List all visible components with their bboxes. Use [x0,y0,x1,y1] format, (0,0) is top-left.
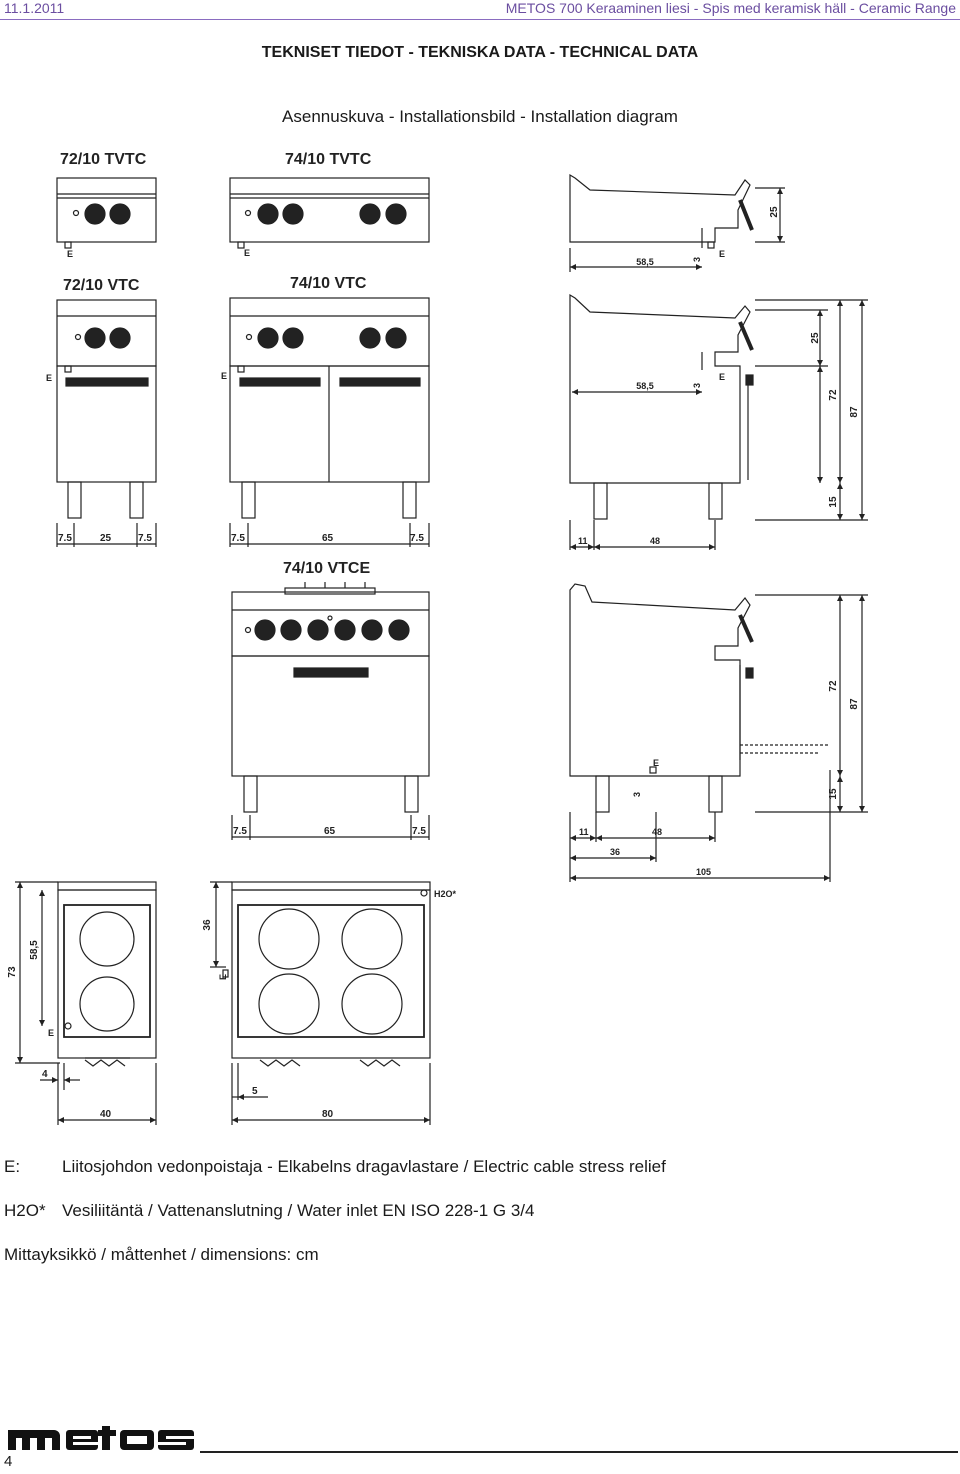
e-marker: E [67,249,73,259]
dim-72: 72 [828,680,839,692]
model-label-7210tvtc: 72/10 TVTC [60,151,147,168]
metos-logo: metos [6,1424,194,1450]
dim-73: 73 [7,966,18,978]
e-marker: E [48,1028,54,1038]
legend-key: E: [4,1157,21,1176]
dim-58-5: 58,5 [636,381,654,391]
dim-105: 105 [696,867,711,877]
section-title: TEKNISET TIEDOT - TEKNISKA DATA - TECHNI… [261,44,699,61]
dim-87: 87 [849,698,860,710]
legend-text: Vesiliitäntä / Vattenanslutning / Water … [62,1201,535,1220]
dim-36: 36 [202,919,213,931]
dim-11: 11 [579,827,589,837]
e-marker: E [46,373,52,383]
unit-top-large [222,881,431,1067]
dim-65: 65 [322,533,334,544]
dim-7-5: 7.5 [231,533,245,544]
dim-48: 48 [652,827,662,837]
h2o-label: H2O* [434,889,457,899]
dim-7-5: 7.5 [138,533,152,544]
dim-11: 11 [578,536,588,546]
dim-80: 80 [322,1109,334,1120]
e-marker: E [218,974,228,980]
dim-3: 3 [692,383,702,388]
unit-7410vtce-front [231,582,430,813]
dim-3: 3 [632,792,642,797]
dim-3: 3 [692,257,702,262]
header-title: METOS 700 Keraaminen liesi - Spis med ke… [505,0,956,16]
e-marker: E [653,758,659,768]
header-rule [0,19,960,20]
unit-top-small [57,881,157,1067]
dim-15: 15 [828,788,839,800]
diagram-subtitle: Asennuskuva - Installationsbild - Instal… [282,107,678,126]
dim-7-5: 7.5 [58,533,72,544]
dim-5: 5 [252,1086,258,1097]
e-marker: E [221,371,227,381]
unit-7210tvtc-front [56,177,157,249]
dim-25: 25 [769,206,780,218]
unit-7410tvtc-front [229,177,430,249]
e-marker: E [719,372,725,382]
dim-40: 40 [100,1109,112,1120]
page-number: 4 [4,1453,13,1470]
dim-65: 65 [324,826,336,837]
e-marker: E [244,248,250,258]
header-date: 11.1.2011 [4,0,65,16]
footer-rule [200,1451,958,1453]
dim-4: 4 [42,1069,48,1080]
model-label-7410tvtc: 74/10 TVTC [285,151,372,168]
dim-36: 36 [610,847,620,857]
legend-item-h2o: H2O* Vesiliitäntä / Vattenanslutning / W… [4,1201,954,1223]
unit-vtc-side [569,293,754,520]
dim-58-5: 58,5 [636,257,654,267]
dim-72: 72 [828,389,839,401]
dim-15: 15 [828,496,839,508]
units-note: Mittayksikkö / måttenhet / dimensions: c… [4,1245,319,1264]
dim-7-5: 7.5 [412,826,426,837]
dim-58-5: 58,5 [29,940,40,960]
dim-87: 87 [849,406,860,418]
dim-7-5: 7.5 [410,533,424,544]
dim-25: 25 [100,533,112,544]
dim-7-5: 7.5 [233,826,247,837]
model-label-7410vtce: 74/10 VTCE [283,560,370,577]
dim-25: 25 [810,332,821,344]
model-label-7410vtc: 74/10 VTC [290,275,367,292]
unit-7210vtc-front [56,299,157,519]
legend-text: Liitosjohdon vedonpoistaja - Elkabelns d… [62,1157,666,1176]
model-label-7210vtc: 72/10 VTC [63,277,140,294]
unit-7410vtc-front [229,297,430,519]
logo-text: metos [6,1424,9,1425]
unit-vtce-side [569,583,830,813]
legend-key: H2O* [4,1201,46,1220]
unit-tvtc-side [569,173,754,249]
dim-48: 48 [650,536,660,546]
e-marker: E [719,249,725,259]
legend-item-e: E: Liitosjohdon vedonpoistaja - Elkabeln… [4,1157,954,1179]
